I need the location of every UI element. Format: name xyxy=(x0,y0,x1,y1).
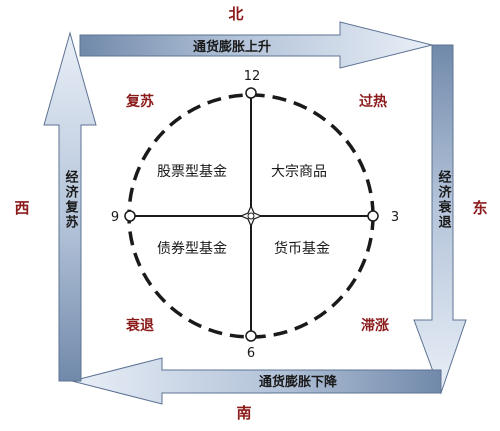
phase-stagflation: 滞涨 xyxy=(361,317,389,334)
node-12 xyxy=(245,87,257,99)
asset-money-market: 货币基金 xyxy=(274,240,330,257)
arrow-label-top: 通货膨胀上升 xyxy=(193,39,271,55)
clock-12: 12 xyxy=(244,69,261,84)
asset-stocks: 股票型基金 xyxy=(157,163,227,180)
phase-recession: 衰退 xyxy=(125,317,154,334)
clock-3: 3 xyxy=(391,210,399,225)
arrow-economic-recession xyxy=(413,44,467,395)
arrow-economic-recovery xyxy=(43,31,97,382)
node-3 xyxy=(367,210,379,222)
asset-commodities: 大宗商品 xyxy=(271,164,327,180)
arrow-label-bottom: 通货膨胀下降 xyxy=(259,374,338,390)
arrow-inflation-rising xyxy=(79,21,433,69)
direction-north: 北 xyxy=(228,5,243,23)
phase-overheat: 过热 xyxy=(359,93,387,110)
phase-recovery: 复苏 xyxy=(125,93,154,110)
arrow-label-right: 经济衰退 xyxy=(436,169,453,230)
center-dot xyxy=(247,212,255,220)
node-6 xyxy=(245,330,257,342)
direction-east: 东 xyxy=(472,199,487,217)
direction-west: 西 xyxy=(14,199,29,217)
clock-9: 9 xyxy=(111,210,119,225)
direction-south: 南 xyxy=(236,404,251,422)
asset-bonds: 债券型基金 xyxy=(157,240,227,257)
arrow-inflation-falling xyxy=(71,357,442,405)
node-9 xyxy=(124,210,136,222)
clock-6: 6 xyxy=(247,346,255,361)
arrow-label-left: 经济复苏 xyxy=(63,169,80,230)
